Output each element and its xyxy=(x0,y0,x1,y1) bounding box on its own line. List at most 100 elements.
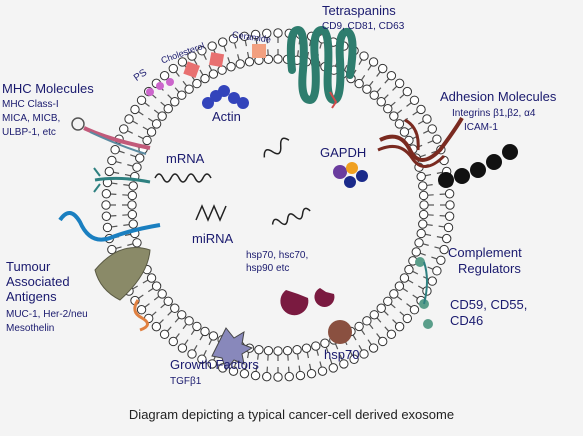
lipid-head-inner xyxy=(128,181,138,191)
lipid-head-outer xyxy=(159,70,170,81)
lipid-tail xyxy=(309,363,312,370)
lipid-tail xyxy=(298,365,301,372)
lipid-tail xyxy=(329,358,333,365)
lipid-tail xyxy=(406,102,412,107)
lipid-tail xyxy=(423,130,429,134)
lipid-head-inner xyxy=(217,65,227,75)
lipid-tail xyxy=(390,101,396,107)
lipid-raft-markers xyxy=(146,44,266,96)
lipid-head-inner xyxy=(184,316,194,326)
complement-sublabel-1: CD59, CD55, xyxy=(450,297,528,312)
lipid-head-outer xyxy=(439,244,449,255)
lipid-head-inner xyxy=(354,321,364,332)
lipid-head-outer xyxy=(177,57,188,67)
lipid-head-inner xyxy=(362,316,372,326)
lipid-tail xyxy=(343,64,348,71)
lipid-tail xyxy=(115,246,122,250)
lipid-head-inner xyxy=(163,104,173,114)
tumour-sublabel-1: MUC-1, Her-2/neu xyxy=(6,309,88,320)
lipid-head-outer xyxy=(339,359,349,369)
lipid-tail xyxy=(431,256,438,260)
lipid-tail xyxy=(158,319,164,325)
lipid-head-inner xyxy=(416,171,426,182)
lipid-head-inner xyxy=(389,289,399,299)
lipid-head-inner xyxy=(389,111,399,121)
lipid-tail xyxy=(223,45,227,52)
lipid-head-inner xyxy=(394,119,405,129)
lipid-tail xyxy=(434,246,441,250)
lipid-head-outer xyxy=(441,233,452,244)
lipid-head-outer xyxy=(228,34,239,44)
lipid-head-inner xyxy=(414,238,424,248)
lipid-head-inner xyxy=(146,127,157,137)
lipid-tail xyxy=(358,59,363,66)
lipid-tail xyxy=(115,160,122,164)
lipid-head-inner xyxy=(132,162,142,172)
lipid-head-outer xyxy=(394,78,405,89)
hsp-label-1: hsp70, hsc70, xyxy=(246,250,309,261)
lipid-tail xyxy=(255,38,258,45)
lipid-head-outer xyxy=(306,368,317,379)
lipid-tail xyxy=(147,117,154,123)
actin-filament xyxy=(202,85,249,109)
lipid-head-inner xyxy=(192,78,202,89)
lipid-head-inner xyxy=(127,190,138,201)
lipid-head-outer xyxy=(436,255,446,265)
lipid-head-inner xyxy=(208,331,219,341)
lipid-tail xyxy=(306,352,310,359)
lipid-tail xyxy=(422,243,429,246)
lipid-head-inner xyxy=(163,296,173,306)
mhc-sublabel-2: MICA, MICB, xyxy=(2,113,61,124)
mirna-strands xyxy=(195,204,311,226)
lipid-head-inner xyxy=(292,345,302,355)
lipid-tail xyxy=(137,294,144,299)
lipid-tail xyxy=(174,87,180,93)
lipid-head-outer xyxy=(432,266,442,276)
lipid-tail xyxy=(142,126,149,131)
lipid-tail xyxy=(153,109,160,115)
lipid-head-outer xyxy=(402,86,413,97)
lipid-head-inner xyxy=(132,238,142,248)
lipid-head-inner xyxy=(418,181,428,191)
lipid-head-inner xyxy=(399,273,410,283)
lipid-tail xyxy=(244,40,247,47)
lipid-head-outer xyxy=(444,189,455,199)
lipid-head-inner xyxy=(127,209,138,220)
lipid-head-inner xyxy=(273,346,283,356)
lipid-tail xyxy=(130,154,137,158)
complement-sublabel-2: CD46 xyxy=(450,313,484,328)
lipid-tail xyxy=(419,252,426,256)
lipid-tail xyxy=(368,323,374,330)
lipid-head-inner xyxy=(394,281,405,291)
lipid-head-outer xyxy=(102,222,113,233)
gapdh-label: GAPDH xyxy=(320,145,367,160)
lipid-head-outer xyxy=(262,28,272,39)
lipid-tail xyxy=(376,317,382,323)
growth-factors-label: Growth Factors xyxy=(170,357,259,372)
adhesion-label: Adhesion Molecules xyxy=(440,89,557,104)
lipid-head-inner xyxy=(418,209,429,220)
lipid-tail xyxy=(426,223,433,226)
lipid-head-inner xyxy=(127,200,137,210)
diagram-caption: Diagram depicting a typical cancer-cell … xyxy=(128,407,455,422)
lipid-tail xyxy=(199,69,204,76)
hsp70-label: hsp70 xyxy=(324,347,360,362)
lipid-tail xyxy=(396,109,403,115)
lipid-tail xyxy=(127,130,133,134)
lipid-head-outer xyxy=(168,336,178,347)
lipid-tail xyxy=(111,225,118,228)
lipid-head-outer xyxy=(444,211,455,221)
tetraspanins-label: Tetraspanins xyxy=(322,3,396,18)
lipid-head-outer xyxy=(273,28,283,38)
lipid-tail xyxy=(383,94,389,100)
lipid-head-outer xyxy=(136,95,147,105)
lipid-tail xyxy=(436,236,443,239)
lipid-head-inner xyxy=(200,326,210,337)
tumour-label-2: Associated xyxy=(6,274,70,289)
lipid-tail xyxy=(257,353,260,360)
gapdh-molecule xyxy=(333,162,368,188)
lipid-tail xyxy=(384,326,390,332)
lipid-head-inner xyxy=(226,62,236,72)
mhc-sublabel-3: ULBP-1, etc xyxy=(2,127,56,138)
lipid-tail xyxy=(360,329,366,336)
